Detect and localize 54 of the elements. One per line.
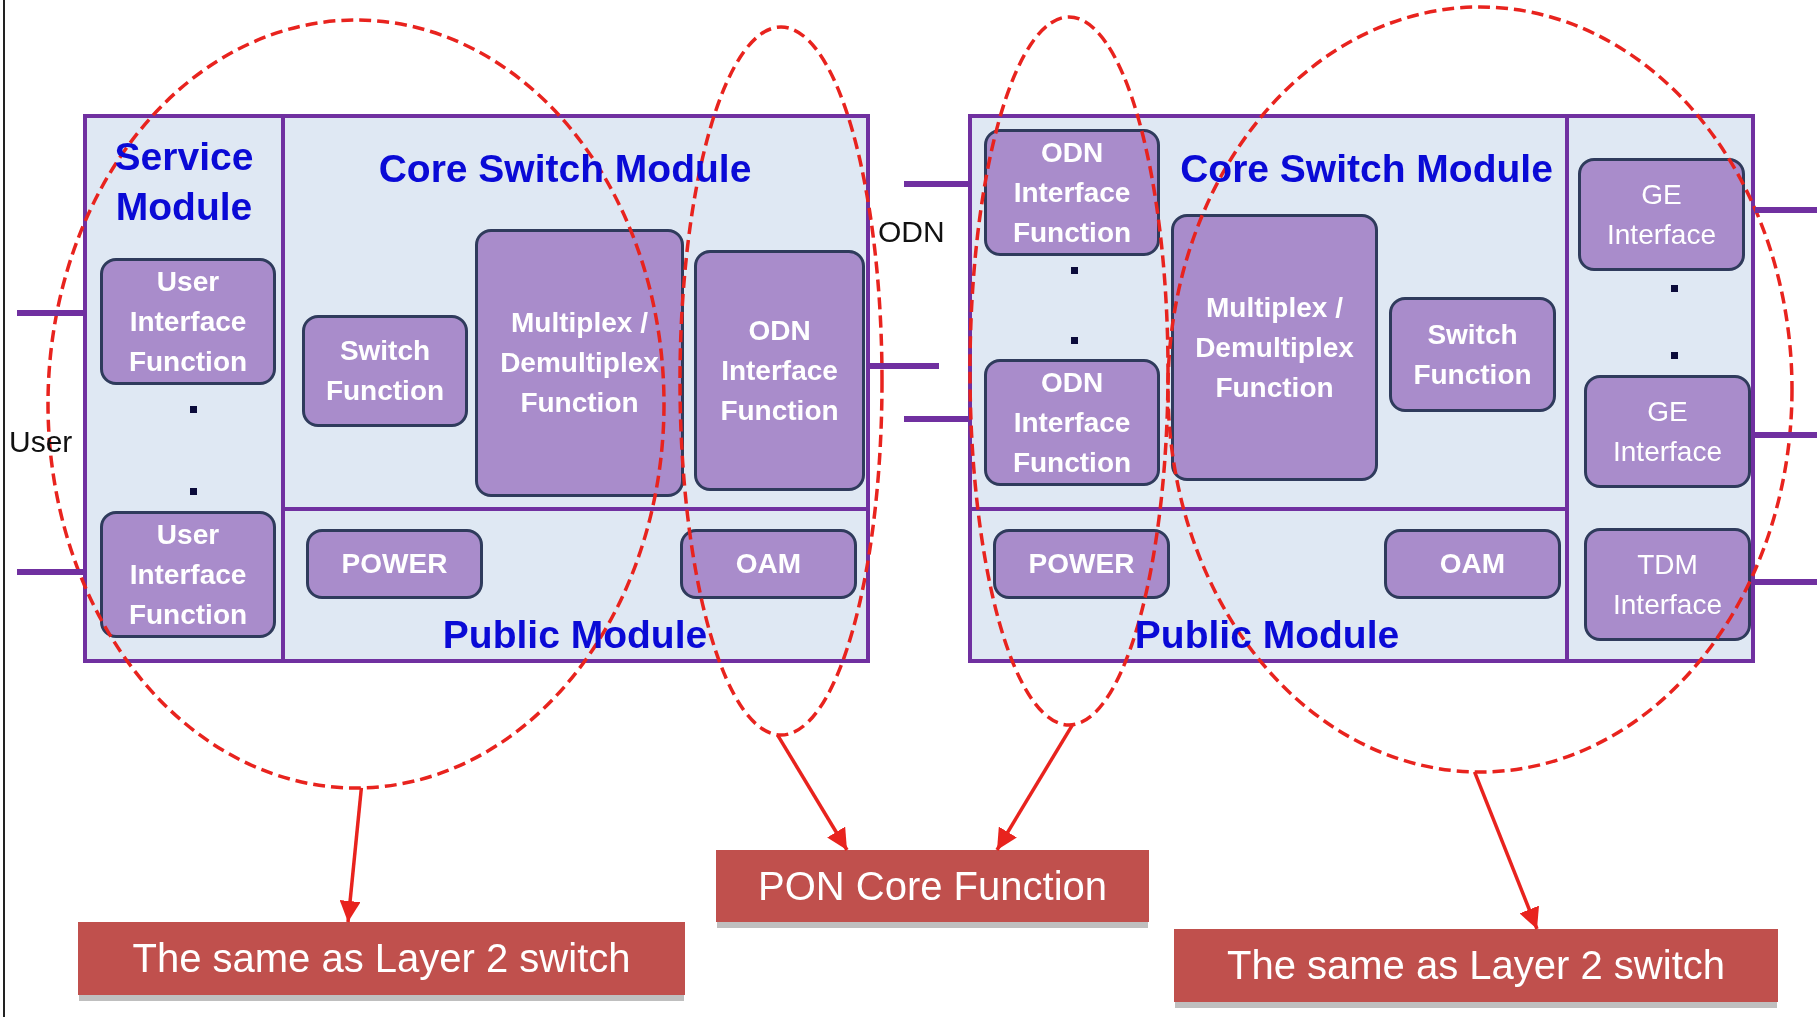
function-box: [1384, 529, 1561, 599]
port-label: User: [9, 425, 73, 459]
function-label: Switch Function: [324, 334, 446, 408]
function-label: User Interface Function: [127, 517, 249, 632]
callout-text: The same as Layer 2 switch: [1227, 943, 1725, 988]
function-box: [475, 229, 684, 497]
function-box: [1171, 214, 1378, 481]
port-label: ODN: [878, 215, 945, 249]
connection-line: [904, 416, 968, 422]
function-label: POWER: [340, 547, 449, 581]
function-box: [694, 250, 865, 491]
module-heading: Core Switch Module: [377, 146, 753, 192]
arrow: [339, 787, 364, 923]
interface-box: [1578, 158, 1745, 271]
module-heading: Core Switch Module: [1179, 146, 1554, 192]
function-label: OAM: [1438, 547, 1507, 581]
function-box: [100, 511, 276, 638]
function-box: [993, 529, 1170, 599]
interface-box: [1584, 375, 1751, 488]
connection-line: [1755, 579, 1817, 585]
function-label: OAM: [734, 547, 803, 581]
function-box: [680, 529, 857, 599]
connection-line: [17, 310, 83, 316]
function-label: ODN Interface Function: [719, 313, 840, 428]
callout-text: The same as Layer 2 switch: [132, 936, 631, 981]
connection-line: [17, 569, 83, 575]
connection-line: [870, 363, 939, 369]
function-label: POWER: [1027, 547, 1136, 581]
interface-box: [1584, 528, 1751, 641]
connection-line: [1755, 432, 1817, 438]
function-box: [302, 315, 468, 427]
function-label: Switch Function: [1412, 317, 1533, 392]
function-box: [1389, 297, 1556, 412]
arrow: [1472, 771, 1539, 930]
function-label: ODN Interface Function: [1011, 365, 1133, 480]
connection-line: [1755, 207, 1817, 213]
connection-line: [904, 181, 968, 187]
module-heading: Public Module: [1133, 612, 1401, 658]
function-label: TDM Interface: [1612, 547, 1723, 622]
function-label: GE Interface: [1606, 177, 1717, 252]
function-box: [984, 129, 1160, 256]
module-heading: Public Module: [441, 612, 709, 658]
function-label: Multiplex / Demultiplex Function: [499, 306, 660, 420]
function-label: ODN Interface Function: [1011, 135, 1133, 250]
arrow: [995, 723, 1074, 851]
callout-text: PON Core Function: [758, 863, 1107, 909]
function-label: GE Interface: [1612, 394, 1723, 469]
function-label: Multiplex / Demultiplex Function: [1194, 290, 1355, 405]
function-box: [100, 258, 276, 385]
module-heading: Service Module: [113, 134, 255, 230]
arrow: [776, 733, 849, 851]
function-box: [984, 359, 1160, 486]
function-label: User Interface Function: [127, 264, 249, 379]
function-box: [306, 529, 483, 599]
